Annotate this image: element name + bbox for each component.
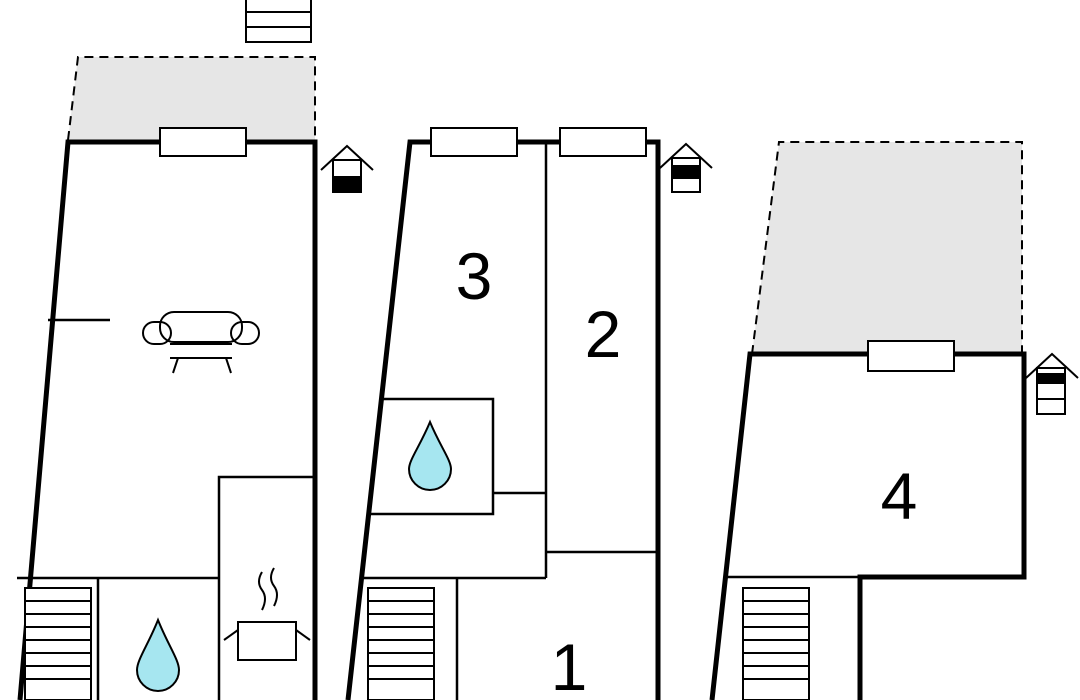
stairs-icon [245, 0, 312, 43]
house-exit-icon [659, 142, 713, 193]
window-icon [559, 127, 647, 157]
water-drop-icon [407, 419, 453, 491]
sofa-icon [142, 311, 260, 374]
window-icon [159, 127, 247, 157]
room-label-3: 3 [456, 239, 493, 313]
window-icon [430, 127, 518, 157]
stairs-icon [24, 587, 92, 700]
cooking-pot-icon [223, 567, 311, 661]
house-exit-icon [320, 144, 374, 193]
room-label-2: 2 [585, 297, 622, 371]
room-label-4: 4 [881, 459, 918, 533]
stairs-icon [367, 587, 435, 700]
room-label-1: 1 [551, 630, 588, 700]
building-middle: 3 2 1 [345, 127, 713, 700]
stairs-icon [742, 587, 810, 700]
terrace-left [68, 57, 315, 140]
window-icon [867, 340, 955, 372]
building-right: 4 [709, 141, 1079, 700]
building-left [17, 0, 374, 700]
terrace-right [752, 142, 1022, 354]
house-exit-icon [1025, 352, 1079, 415]
water-drop-icon [135, 617, 181, 692]
